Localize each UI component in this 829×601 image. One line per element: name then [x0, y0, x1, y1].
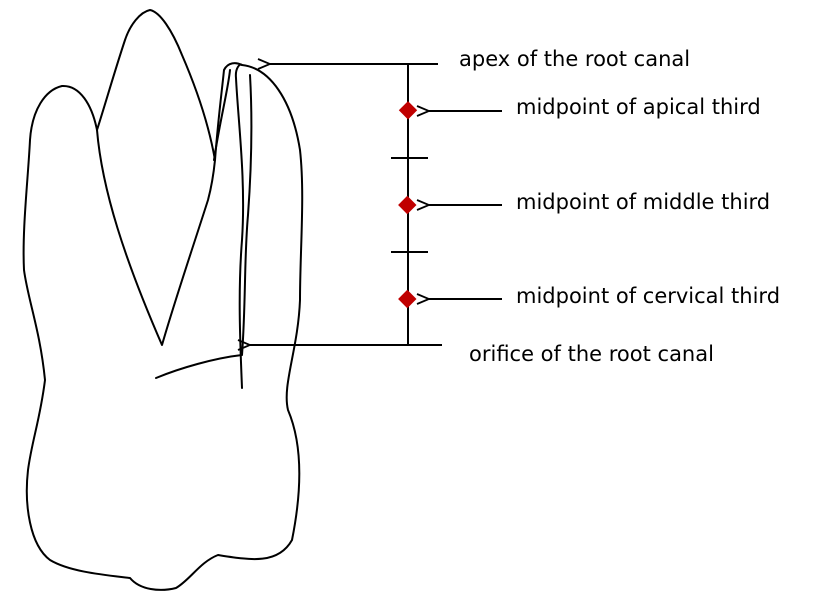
label-apical-midpoint: midpoint of apical third	[516, 97, 761, 118]
marker-middle-mid	[398, 196, 416, 214]
label-apex: apex of the root canal	[459, 49, 690, 70]
label-cervical-midpoint: midpoint of cervical third	[516, 286, 780, 307]
tooth-body-outline	[24, 10, 303, 590]
marker-apical-mid	[399, 101, 417, 119]
label-orifice: orifice of the root canal	[469, 344, 714, 365]
label-middle-midpoint: midpoint of middle third	[516, 192, 770, 213]
marker-cervical-mid	[398, 290, 416, 308]
root-curve-left	[156, 75, 251, 378]
tooth-outline	[24, 10, 303, 590]
inner-root-outline	[97, 130, 215, 345]
